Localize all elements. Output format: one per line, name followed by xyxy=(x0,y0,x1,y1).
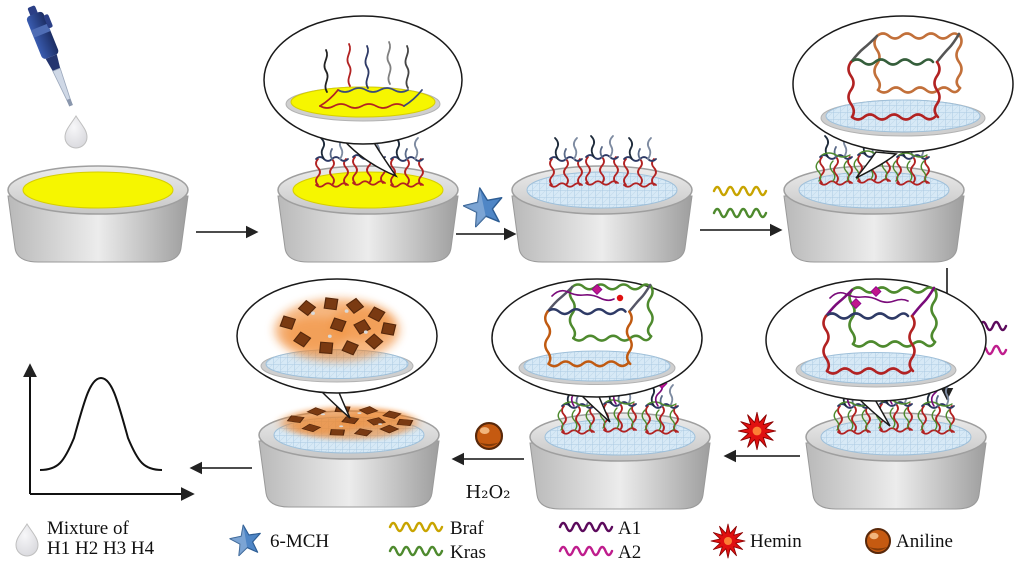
electrode-surface-blue xyxy=(820,418,972,456)
legend: Mixture of H1 H2 H3 H4 6-MCH Braf Kras A… xyxy=(15,518,953,563)
callout-hairpins xyxy=(263,15,463,178)
callout-cage-target xyxy=(792,15,1014,179)
legend-hemin: Hemin xyxy=(710,523,802,559)
electrode-surface-blue xyxy=(526,171,678,209)
callout-cage-a1a2 xyxy=(765,278,987,427)
electrode-surface-blue xyxy=(798,171,950,209)
pipette xyxy=(26,5,73,107)
zoom-dna-cage xyxy=(822,285,938,375)
polyaniline-deposit xyxy=(281,406,416,439)
mch-star-icon xyxy=(460,183,508,229)
zoom-frame-base xyxy=(319,87,423,109)
aniline-icon xyxy=(865,528,891,554)
legend-mch-label: 6-MCH xyxy=(270,531,329,552)
electrode-hairpins xyxy=(277,165,459,263)
zoom-blue-disc xyxy=(825,99,981,133)
signal-graph xyxy=(23,363,195,501)
legend-mch: 6-MCH xyxy=(227,521,329,558)
legend-kras-label: Kras xyxy=(450,542,486,563)
electrode-surface-yellow xyxy=(22,171,174,209)
hemin-icon xyxy=(737,411,777,451)
electrode-blocked xyxy=(511,165,693,263)
callout-polyaniline xyxy=(236,278,438,419)
droplet-icon xyxy=(15,523,39,557)
callout-cage-hemin xyxy=(491,278,703,423)
legend-braf-kras: Braf Kras xyxy=(388,518,486,563)
aniline-icon xyxy=(474,421,504,451)
legend-mixture-label-1: Mixture of xyxy=(47,518,129,539)
legend-braf-label: Braf xyxy=(450,518,484,539)
legend-a2-label: A2 xyxy=(618,542,641,563)
braf-wave-icon xyxy=(712,185,768,197)
braf-wave-icon xyxy=(388,521,444,533)
electrode-assembled xyxy=(805,412,987,510)
hemin-dot xyxy=(616,294,624,302)
kras-wave-icon xyxy=(712,207,768,219)
zoom-blue-disc xyxy=(800,352,952,384)
a2-wave-icon xyxy=(558,545,614,557)
h2o2-label: H₂O₂ xyxy=(466,482,511,503)
legend-aniline-label: Aniline xyxy=(896,531,953,552)
legend-a1-label: A1 xyxy=(618,518,641,539)
graph-peak-curve xyxy=(39,376,163,471)
electrode-bare xyxy=(7,165,189,263)
zoom-gold-disc xyxy=(290,86,436,118)
a1-wave-icon xyxy=(558,521,614,533)
electrode-surface-blue xyxy=(544,418,696,456)
legend-mixture-label-2: H1 H2 H3 H4 xyxy=(47,538,155,559)
legend-aniline: Aniline xyxy=(865,528,953,554)
kras-wave-icon xyxy=(388,545,444,557)
legend-hemin-label: Hemin xyxy=(750,531,802,552)
zoom-dna-cage xyxy=(543,283,654,368)
legend-a1-a2: A1 A2 xyxy=(558,518,641,563)
electrode-hemin xyxy=(529,412,711,510)
pipette-droplet-icon xyxy=(64,115,88,149)
legend-mixture: Mixture of H1 H2 H3 H4 xyxy=(15,518,155,559)
mch-star-icon xyxy=(227,521,265,558)
hemin-icon xyxy=(710,523,746,559)
